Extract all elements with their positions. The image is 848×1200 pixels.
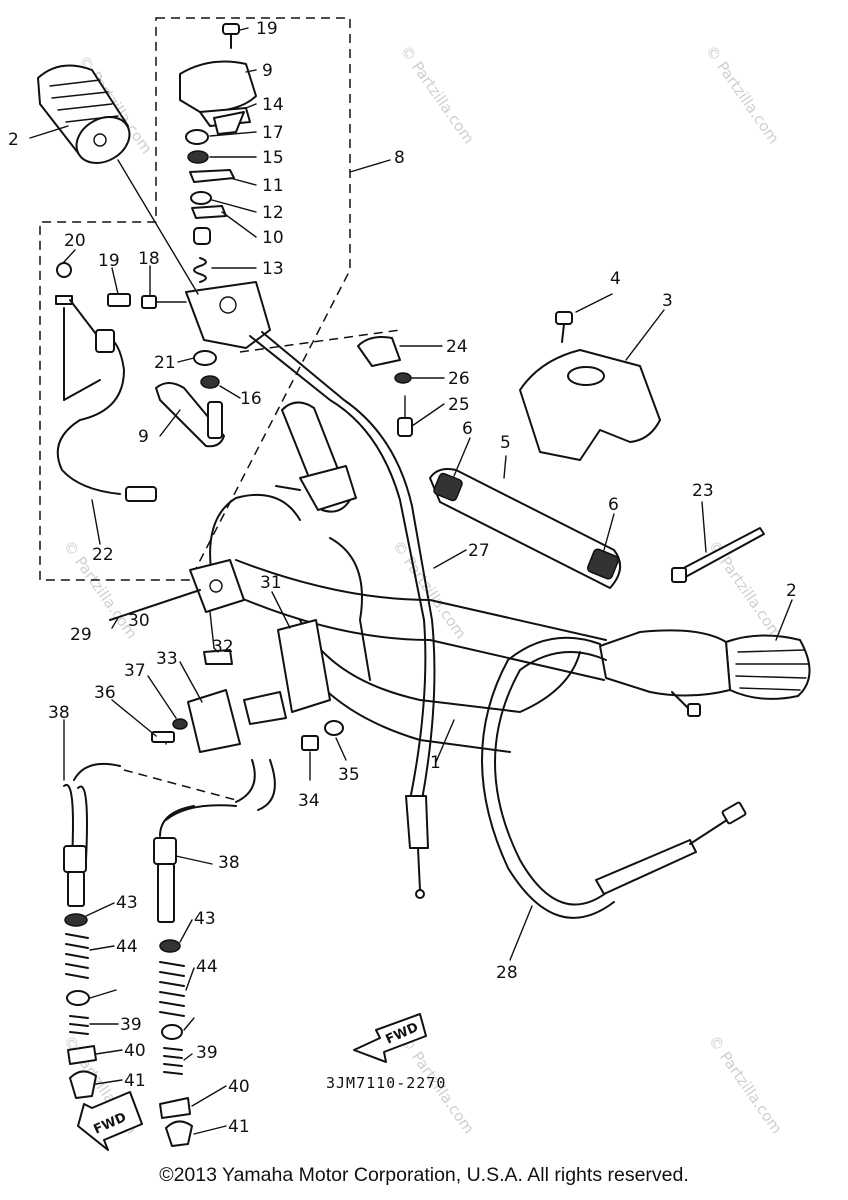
callout-42: 43 xyxy=(116,893,138,913)
callout-41: 41 xyxy=(228,1117,250,1137)
callout-7: 8 xyxy=(394,148,405,168)
callout-1: 1 xyxy=(430,753,441,773)
callout-34: 34 xyxy=(298,791,320,811)
callout-20: 20 xyxy=(64,231,86,251)
callout-14: 14 xyxy=(262,95,284,115)
callout-19: 19 xyxy=(98,251,120,271)
callout-26: 26 xyxy=(448,369,470,389)
callout-16: 16 xyxy=(240,389,262,409)
cable-band xyxy=(671,527,765,583)
copyright-notice: ©2013 Yamaha Motor Corporation, U.S.A. A… xyxy=(159,1164,689,1186)
brake-hose-left xyxy=(63,762,237,1099)
callout-6: 6 xyxy=(608,495,619,515)
callout-13: 13 xyxy=(262,259,284,279)
callout-30: 30 xyxy=(128,611,150,631)
drawing-code: 3JM7110-2270 xyxy=(326,1074,446,1092)
left-grip xyxy=(37,64,131,164)
callout-6: 6 xyxy=(462,419,473,439)
callout-33: 33 xyxy=(156,649,178,669)
callout-2: 2 xyxy=(8,130,19,150)
callout-29: 29 xyxy=(70,625,92,645)
callout-21: 21 xyxy=(154,353,176,373)
watermark: © Partzilla.com xyxy=(702,42,783,147)
callout-42: 43 xyxy=(194,909,216,929)
callout-4: 4 xyxy=(610,269,621,289)
callout-19: 19 xyxy=(256,19,278,39)
callout-27: 27 xyxy=(468,541,490,561)
callout-40: 40 xyxy=(124,1041,146,1061)
callout-36: 36 xyxy=(94,683,116,703)
callout-11: 11 xyxy=(262,176,284,196)
callout-41: 41 xyxy=(124,1071,146,1091)
handlebar-pad xyxy=(429,468,621,589)
callout-24: 24 xyxy=(446,337,468,357)
callout-35: 35 xyxy=(338,765,360,785)
callout-32: 32 xyxy=(212,637,234,657)
throttle-housing-parts xyxy=(55,23,271,502)
callout-39: 39 xyxy=(120,1015,142,1035)
cables xyxy=(209,331,747,919)
callout-37: 37 xyxy=(124,661,146,681)
callout-15: 15 xyxy=(262,148,284,168)
callout-43: 44 xyxy=(196,957,218,977)
callout-3: 3 xyxy=(662,291,673,311)
callout-10: 10 xyxy=(262,228,284,248)
handlebar-cover xyxy=(519,311,661,461)
callout-38: 38 xyxy=(48,703,70,723)
callout-31: 31 xyxy=(260,573,282,593)
callout-39: 39 xyxy=(196,1043,218,1063)
brake-master-cylinder xyxy=(109,559,344,753)
callout-40: 40 xyxy=(228,1077,250,1097)
callout-2: 2 xyxy=(786,581,797,601)
callout-28: 28 xyxy=(496,963,518,983)
watermark: © Partzilla.com xyxy=(705,1032,786,1137)
callout-18: 18 xyxy=(138,249,160,269)
callout-23: 23 xyxy=(692,481,714,501)
callout-17: 17 xyxy=(262,123,284,143)
handlebar xyxy=(235,401,811,753)
callout-25: 25 xyxy=(448,395,470,415)
callout-22: 22 xyxy=(92,545,114,565)
hose-guide xyxy=(123,769,237,801)
throttle-assembly-boundary xyxy=(39,17,351,581)
callout-5: 5 xyxy=(500,433,511,453)
fwd-arrow-bottom: FWD xyxy=(77,1091,143,1151)
brake-hose-right xyxy=(153,759,276,1147)
leader-lines xyxy=(29,27,793,1135)
callouts: 2 19 9 14 17 15 11 12 10 13 8 20 19 18 2… xyxy=(8,19,797,1137)
watermark: © Partzilla.com xyxy=(389,537,470,642)
callout-38: 38 xyxy=(218,853,240,873)
callout-9: 9 xyxy=(138,427,149,447)
callout-43: 44 xyxy=(116,937,138,957)
watermark: © Partzilla.com xyxy=(397,42,478,147)
holder-clamp xyxy=(357,336,413,437)
throttle-assembly-guide xyxy=(239,329,401,353)
callout-12: 12 xyxy=(262,203,284,223)
callout-8: 9 xyxy=(262,61,273,81)
